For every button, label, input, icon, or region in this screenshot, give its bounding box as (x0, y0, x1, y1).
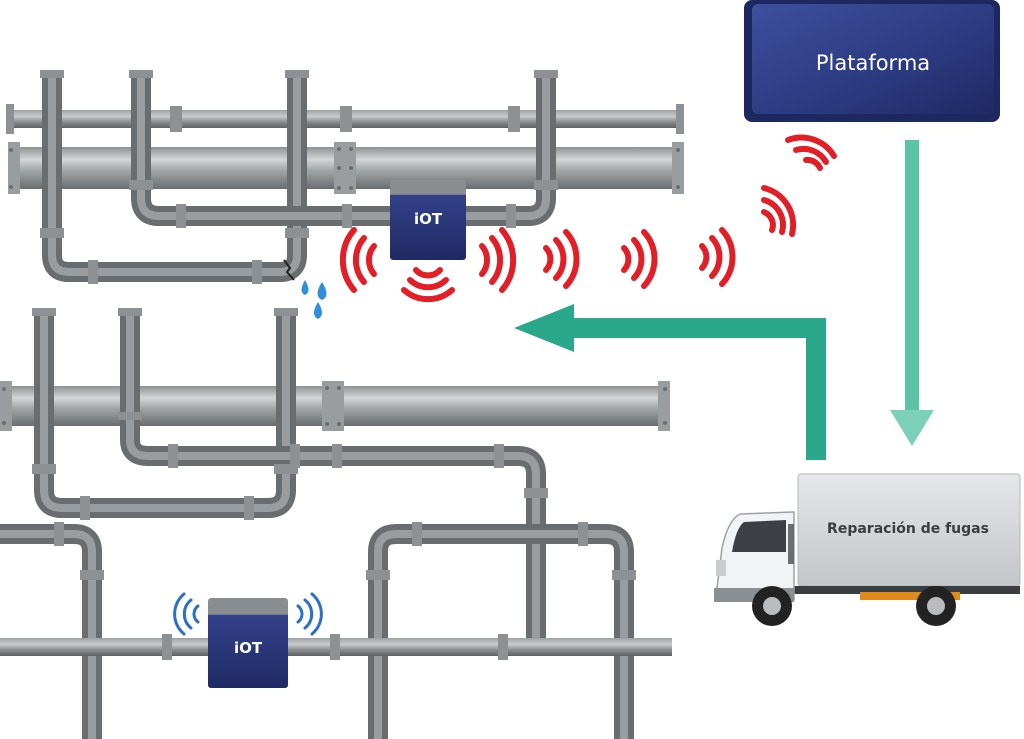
pipe (0, 524, 102, 739)
pipe (120, 312, 546, 642)
pipe-flange (676, 104, 684, 134)
signal-icon (543, 229, 580, 289)
alert-signal-waves (339, 134, 837, 303)
iot-sensor-top: iOT (390, 180, 466, 260)
pipe-flange (6, 104, 14, 134)
water-drop-icon (301, 280, 309, 295)
top-pipe-network (6, 70, 684, 284)
signal-icon (479, 227, 517, 293)
signal-icon (173, 592, 200, 636)
signal-icon (761, 185, 797, 237)
pipe-crack (283, 259, 295, 281)
pipe-flange (672, 142, 684, 194)
platform-box[interactable]: Plataforma (744, 0, 1000, 122)
signal-icon (401, 267, 455, 303)
signal-icon (785, 134, 837, 171)
iot-sensor-top-label: iOT (414, 210, 443, 228)
repair-route-arrow (514, 304, 826, 460)
water-drops (301, 280, 327, 319)
pipe-joint (170, 106, 182, 132)
signal-icon (296, 592, 323, 636)
iot-sensor-bottom: iOT (208, 598, 288, 688)
water-drop-icon (317, 282, 327, 300)
pipe-joint (508, 106, 520, 132)
truck-label: Reparación de fugas (827, 521, 989, 537)
arrow-down-icon (890, 410, 934, 446)
dispatch-arrow (890, 140, 934, 446)
bottom-pipe-network (0, 308, 672, 739)
repair-truck: Reparación de fugas (714, 473, 1021, 626)
platform-label: Plataforma (816, 51, 930, 75)
pipe-joint (340, 106, 352, 132)
signal-icon (621, 229, 658, 289)
signal-icon (699, 227, 736, 287)
pipe-flange (8, 142, 20, 194)
arrow-left-icon (514, 304, 574, 352)
iot-sensor-bottom-label: iOT (234, 639, 263, 657)
water-drop-icon (314, 302, 322, 319)
pipe-flange (334, 142, 356, 194)
signal-icon (339, 227, 377, 293)
sensor-signal-waves (173, 592, 323, 636)
